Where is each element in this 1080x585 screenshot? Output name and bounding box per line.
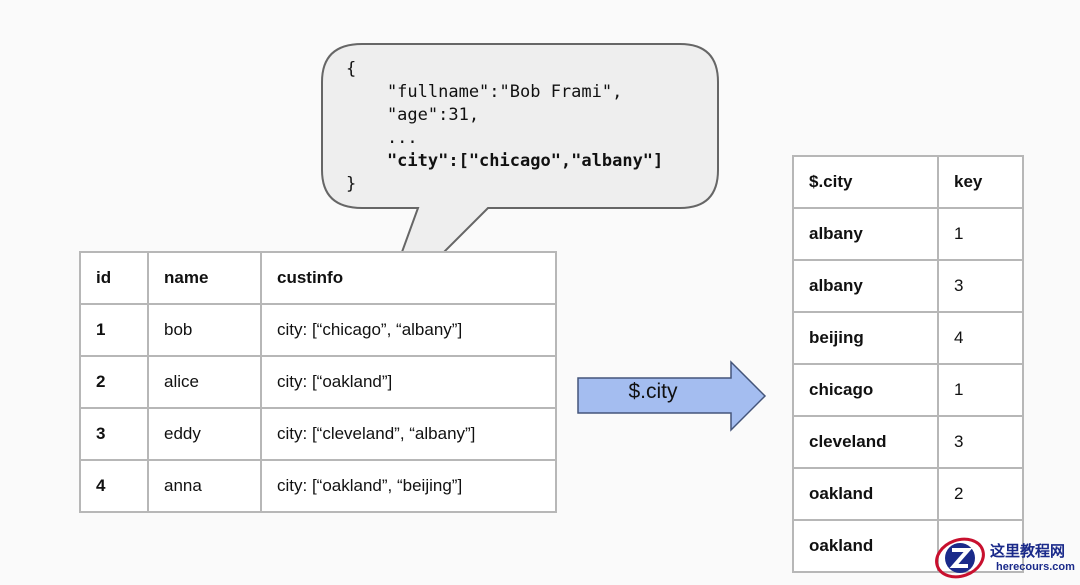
table-row: 2 alice city: [“oakland”] xyxy=(79,355,557,409)
cell-name: alice xyxy=(147,355,262,409)
cell-name: bob xyxy=(147,303,262,357)
table-row: cleveland 3 xyxy=(792,415,1024,469)
table-row: beijing 4 xyxy=(792,311,1024,365)
json-line-city: "city":["chicago","albany"] xyxy=(346,151,664,171)
cell-city: beijing xyxy=(792,311,939,365)
arrow-label: $.city xyxy=(628,380,678,403)
column-header-id: id xyxy=(79,251,149,305)
cell-name: eddy xyxy=(147,407,262,461)
cell-key: 2 xyxy=(937,467,1024,521)
cell-id: 3 xyxy=(79,407,149,461)
table-header-row: $.city key xyxy=(792,155,1024,209)
cell-key: 4 xyxy=(937,311,1024,365)
cell-city: oakland xyxy=(792,467,939,521)
cell-name: anna xyxy=(147,459,262,513)
cell-city: cleveland xyxy=(792,415,939,469)
cell-id: 4 xyxy=(79,459,149,513)
cell-custinfo: city: [“chicago”, “albany”] xyxy=(260,303,557,357)
watermark-url: herecours.com xyxy=(996,561,1075,573)
json-line: } xyxy=(346,174,357,194)
table-row: albany 1 xyxy=(792,207,1024,261)
json-line: ... xyxy=(346,128,418,148)
customer-table: id name custinfo 1 bob city: [“chicago”,… xyxy=(79,251,557,513)
column-header-city: $.city xyxy=(792,155,939,209)
table-header-row: id name custinfo xyxy=(79,251,557,305)
z-logo-icon xyxy=(935,537,985,579)
cell-id: 2 xyxy=(79,355,149,409)
cell-key: 3 xyxy=(937,259,1024,313)
cell-custinfo: city: [“oakland”, “beijing”] xyxy=(260,459,557,513)
table-row: albany 3 xyxy=(792,259,1024,313)
cell-custinfo: city: [“cleveland”, “albany”] xyxy=(260,407,557,461)
column-header-name: name xyxy=(147,251,262,305)
cell-key: 3 xyxy=(937,415,1024,469)
table-row: chicago 1 xyxy=(792,363,1024,417)
cell-city: albany xyxy=(792,207,939,261)
watermark-title: 这里教程网 xyxy=(990,542,1066,560)
cell-city: albany xyxy=(792,259,939,313)
json-line: "age":31, xyxy=(346,105,480,125)
cell-custinfo: city: [“oakland”] xyxy=(260,355,557,409)
table-row: 4 anna city: [“oakland”, “beijing”] xyxy=(79,459,557,513)
json-document: { "fullname":"Bob Frami", "age":31, ... … xyxy=(346,58,663,196)
column-header-key: key xyxy=(937,155,1024,209)
cell-id: 1 xyxy=(79,303,149,357)
table-row: oakland 2 xyxy=(792,467,1024,521)
cell-city: chicago xyxy=(792,363,939,417)
watermark xyxy=(930,534,1080,580)
json-line: "fullname":"Bob Frami", xyxy=(346,82,623,102)
table-row: 1 bob city: [“chicago”, “albany”] xyxy=(79,303,557,357)
cell-city: oakland xyxy=(792,519,939,573)
arrow-right-icon xyxy=(577,360,767,432)
cell-key: 1 xyxy=(937,363,1024,417)
result-table: $.city key albany 1 albany 3 beijing 4 c… xyxy=(792,155,1024,573)
cell-key: 1 xyxy=(937,207,1024,261)
json-line: { xyxy=(346,59,357,79)
table-row: 3 eddy city: [“cleveland”, “albany”] xyxy=(79,407,557,461)
column-header-custinfo: custinfo xyxy=(260,251,557,305)
